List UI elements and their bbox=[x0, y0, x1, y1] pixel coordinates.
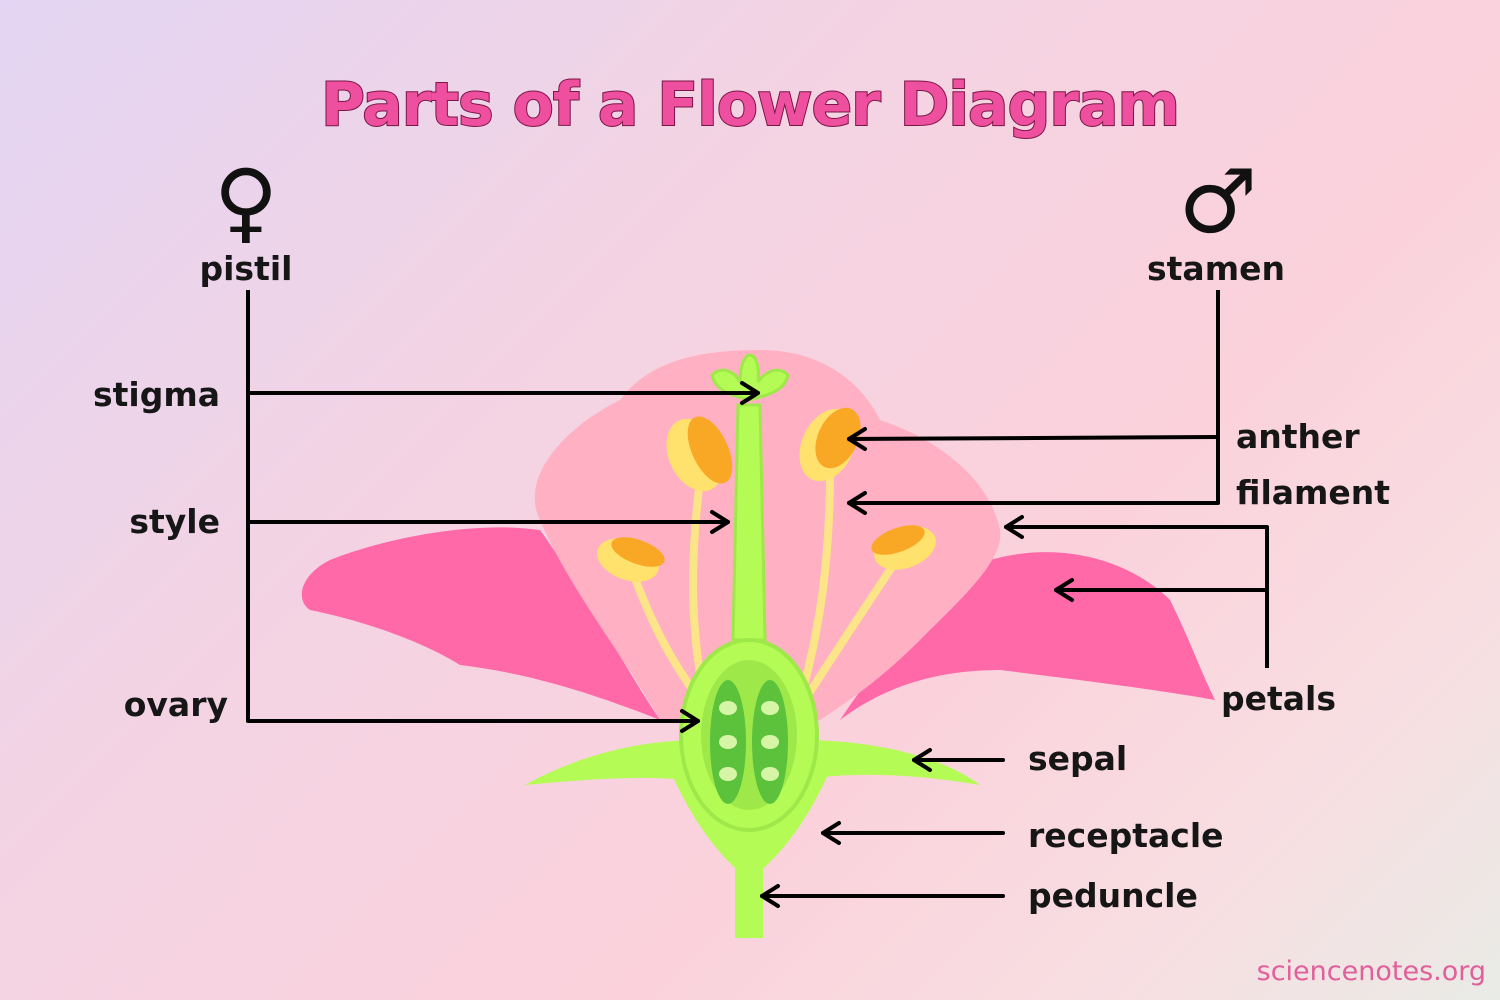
stamen-leader-lines bbox=[847, 290, 1220, 515]
stigma-head bbox=[710, 353, 790, 402]
label-stigma: stigma bbox=[93, 375, 220, 414]
female-symbol-icon: ♀ bbox=[214, 150, 278, 253]
anthers bbox=[597, 407, 936, 582]
label-peduncle: peduncle bbox=[1028, 876, 1198, 915]
site-credit: sciencenotes.org bbox=[1257, 956, 1486, 987]
label-petals: petals bbox=[1221, 679, 1336, 718]
base-leader-lines bbox=[760, 748, 1005, 908]
label-pistil: pistil bbox=[200, 249, 293, 288]
right-petal bbox=[840, 552, 1215, 720]
page-title: Parts of a Flower Diagram bbox=[321, 70, 1179, 140]
ovules bbox=[719, 701, 779, 781]
label-anther: anther bbox=[1236, 417, 1360, 456]
flower-illustration bbox=[301, 350, 1215, 938]
label-style: style bbox=[129, 502, 220, 541]
style-tube bbox=[731, 403, 767, 642]
pistil-leader-lines bbox=[246, 290, 760, 733]
label-receptacle: receptacle bbox=[1028, 816, 1224, 855]
label-ovary: ovary bbox=[124, 685, 228, 724]
label-stamen: stamen bbox=[1147, 249, 1285, 288]
right-sepal bbox=[800, 740, 980, 785]
petals-leader-lines bbox=[1004, 515, 1269, 668]
male-symbol-icon: ♂ bbox=[1179, 150, 1258, 253]
label-filament: filament bbox=[1236, 473, 1390, 512]
left-sepal bbox=[525, 740, 700, 785]
label-sepal: sepal bbox=[1028, 739, 1127, 778]
back-petal bbox=[534, 350, 1001, 720]
